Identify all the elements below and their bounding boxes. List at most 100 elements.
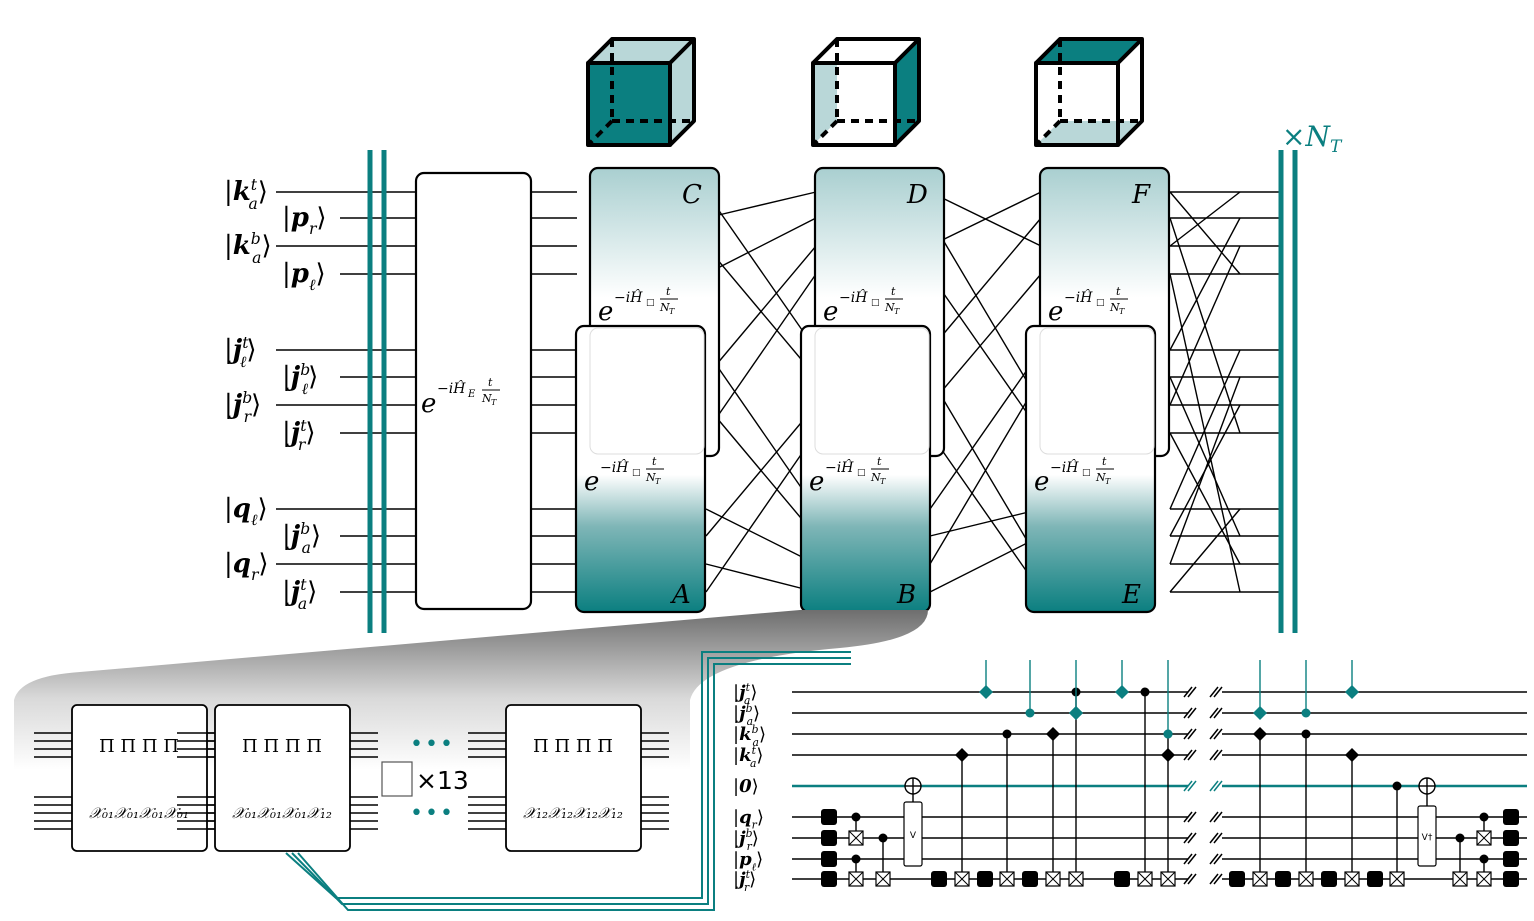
swap-box	[1160, 871, 1176, 887]
permutation-wire	[929, 273, 1042, 434]
permutation-wire	[1169, 245, 1241, 406]
diamond-control	[1253, 727, 1267, 741]
cube-top-face-icon	[1034, 37, 1144, 147]
svg-text:|jbr⟩: |jbr⟩	[224, 389, 261, 426]
control-dot	[1163, 729, 1173, 739]
v-gate: V	[903, 801, 923, 867]
svg-text:□: □	[646, 298, 655, 308]
black-gate	[1321, 871, 1337, 887]
ket-qr: |qr⟩	[224, 549, 269, 584]
permutation-wire	[1169, 191, 1241, 247]
circuit-ket-5: |qr⟩	[733, 807, 764, 831]
qutrit-gate-row: 𝒳₀₁𝒳₀₁𝒳₀₁𝒳₁₂	[232, 804, 332, 822]
svg-text:V†: V†	[1422, 833, 1433, 843]
svg-text:N: N	[645, 471, 656, 484]
permutation-wire	[705, 191, 817, 219]
permutation-wire	[1169, 376, 1241, 565]
black-gate	[821, 871, 837, 887]
svg-text:T: T	[669, 307, 675, 316]
ket-pr: |pr⟩	[282, 203, 327, 238]
svg-text:V: V	[910, 831, 917, 841]
svg-text:T: T	[1105, 477, 1111, 486]
svg-text:|kba⟩: |kba⟩	[733, 723, 766, 749]
diamond-control	[955, 748, 969, 762]
control-dot	[1140, 687, 1150, 697]
decomposition-block-2: Π Π Π Π 𝒳₀₁𝒳₀₁𝒳₀₁𝒳₁₂	[177, 704, 378, 852]
svg-text:e: e	[421, 389, 436, 419]
svg-text:T: T	[655, 477, 661, 486]
plaquette-cube-icons	[586, 37, 1144, 147]
control-dot	[1392, 781, 1402, 791]
projector-row: Π Π Π Π	[242, 736, 322, 757]
permutation-wire	[929, 349, 1042, 510]
target-xor	[1418, 777, 1436, 795]
svg-text:N: N	[659, 301, 670, 314]
svg-text:B: B	[896, 580, 916, 610]
svg-text:□: □	[632, 468, 641, 478]
permutation-wire	[929, 217, 1042, 406]
diamond-control	[1161, 748, 1175, 762]
swap-box	[1252, 871, 1268, 887]
permutation-wire	[705, 191, 817, 351]
control-dot	[878, 833, 888, 843]
black-gate	[821, 851, 837, 867]
svg-text:|pℓ⟩: |pℓ⟩	[733, 849, 763, 873]
svg-text:|pr⟩: |pr⟩	[282, 203, 327, 238]
svg-text:|jbℓ⟩: |jbℓ⟩	[282, 361, 318, 398]
diamond-control	[1069, 706, 1083, 720]
svg-text:|jbr⟩: |jbr⟩	[733, 827, 759, 853]
swap-box	[1344, 871, 1360, 887]
swap-box	[954, 871, 970, 887]
svg-text:−iĤ: −iĤ	[614, 288, 643, 306]
svg-text:A: A	[670, 580, 691, 610]
svg-text:|jba⟩: |jba⟩	[733, 702, 760, 728]
svg-text:t: t	[488, 376, 493, 389]
svg-text:e: e	[1048, 297, 1063, 327]
swap-box	[848, 830, 864, 846]
black-gate	[821, 809, 837, 825]
callout-connector	[285, 651, 851, 911]
black-gate	[1503, 851, 1519, 867]
qubit-register-wires	[276, 191, 1281, 593]
svg-text:□: □	[1096, 298, 1105, 308]
permutation-wire	[1169, 191, 1241, 275]
svg-text:T: T	[894, 307, 900, 316]
qutrit-gate-row: 𝒳₀₁𝒳₀₁𝒳₀₁𝒳₀₁	[89, 804, 189, 822]
ket-pl: |pℓ⟩	[282, 259, 326, 294]
svg-text:−iĤ: −iĤ	[839, 288, 868, 306]
svg-text:□: □	[871, 298, 880, 308]
placeholder-gate	[381, 761, 413, 797]
svg-text:C: C	[682, 180, 702, 210]
right-barrier	[1278, 150, 1298, 633]
svg-text:e: e	[823, 297, 838, 327]
control-dot	[1479, 854, 1489, 864]
svg-text:e: e	[584, 467, 599, 497]
svg-text:T: T	[880, 477, 886, 486]
permutation-wire	[1169, 349, 1241, 510]
swap-box	[848, 871, 864, 887]
black-gate	[1503, 830, 1519, 846]
circuit-ket-4: |0⟩	[733, 776, 759, 797]
diamond-control	[1046, 727, 1060, 741]
diamond-control	[1345, 685, 1359, 699]
svg-text:|qr⟩: |qr⟩	[733, 807, 764, 831]
projector-row: Π Π Π Π	[533, 736, 613, 757]
control-dot	[1479, 812, 1489, 822]
svg-text:D: D	[906, 180, 928, 210]
control-dot	[1301, 729, 1311, 739]
cube-right-face-icon	[811, 37, 921, 147]
